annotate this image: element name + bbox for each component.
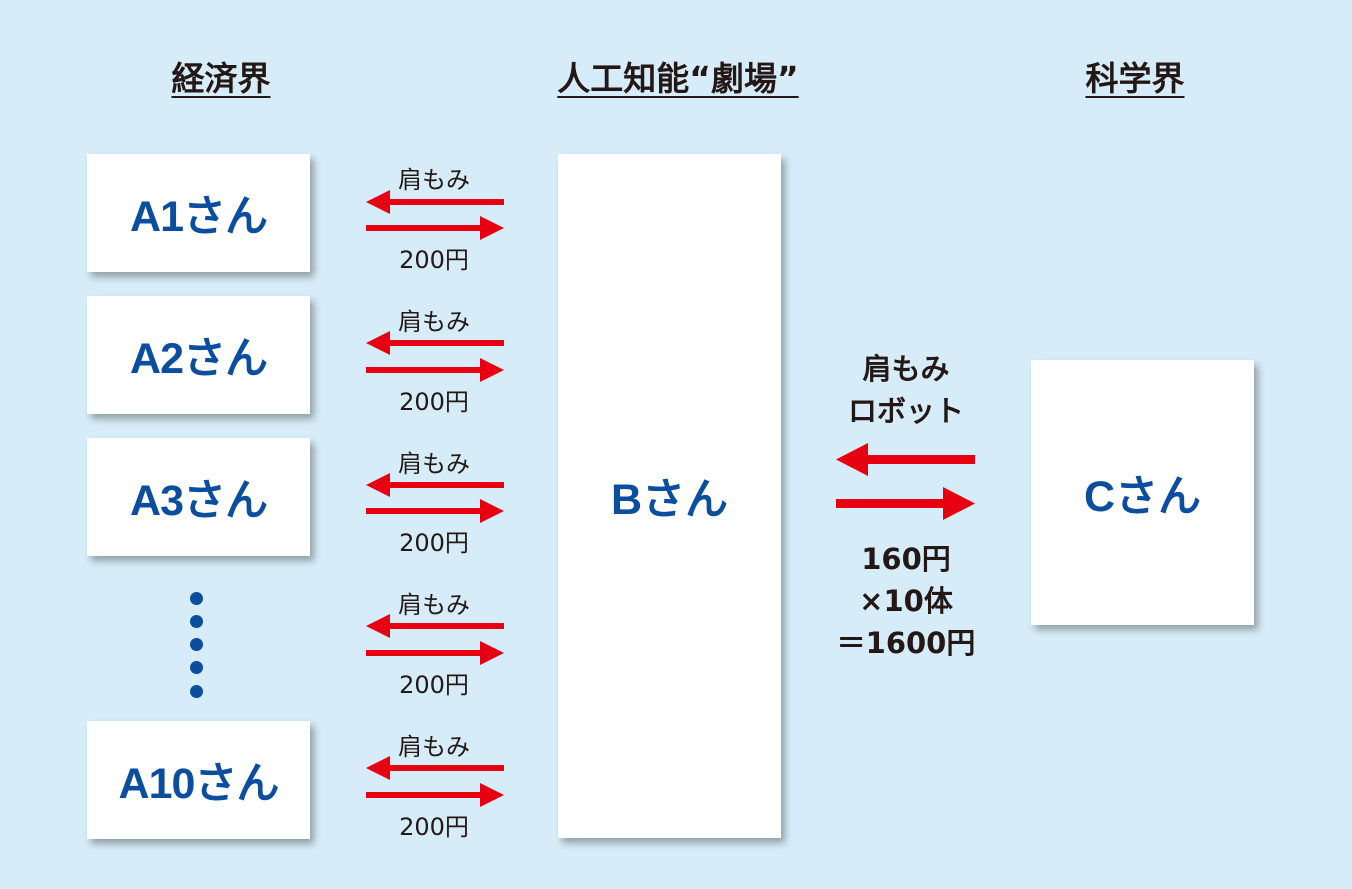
- arrow-right-1: [366, 216, 504, 240]
- arrow-right-4: [366, 641, 504, 665]
- service-label-4: 肩もみ: [398, 591, 470, 619]
- arrow-right-5: [366, 783, 504, 807]
- arrow-left-bc: [836, 443, 975, 476]
- service-label-3: 肩もみ: [398, 450, 470, 478]
- box-c: Cさん: [1031, 360, 1254, 625]
- heading-ai-theater: 人工知能“劇場”: [557, 59, 799, 98]
- box-b-label: Bさん: [610, 476, 729, 524]
- arrow-right-bc: [836, 487, 975, 520]
- payment-label-1: 200円: [399, 246, 469, 274]
- bc-payment-line3: ＝1600円: [836, 626, 976, 660]
- bc-payment-line2: ×10体: [859, 584, 953, 618]
- box-a2: A2さん: [87, 296, 310, 414]
- bc-service-label: 肩もみ ロボット: [836, 348, 976, 432]
- box-a3-label: A3さん: [130, 477, 268, 525]
- box-a1: A1さん: [87, 154, 310, 272]
- box-c-label: Cさん: [1083, 472, 1202, 521]
- box-a10: A10さん: [87, 721, 310, 839]
- arrow-right-2: [366, 358, 504, 382]
- bc-payment-line1: 160円: [861, 542, 951, 576]
- heading-science: 科学界: [1085, 59, 1185, 98]
- box-a10-label: A10さん: [118, 760, 280, 808]
- box-a2-label: A2さん: [130, 335, 268, 383]
- box-b: Bさん: [558, 154, 781, 838]
- box-a1-label: A1さん: [130, 193, 268, 241]
- service-label-1: 肩もみ: [398, 166, 470, 194]
- arrow-right-3: [366, 499, 504, 523]
- box-a3: A3さん: [87, 438, 310, 556]
- service-label-5: 肩もみ: [398, 733, 470, 761]
- service-label-2: 肩もみ: [398, 308, 470, 336]
- bc-service-line1: 肩もみ: [862, 352, 950, 386]
- payment-label-2: 200円: [399, 388, 469, 416]
- bc-payment-label: 160円 ×10体 ＝1600円: [816, 538, 996, 664]
- payment-label-5: 200円: [399, 813, 469, 841]
- bc-service-line2: ロボット: [847, 394, 964, 428]
- payment-label-3: 200円: [399, 529, 469, 557]
- payment-label-4: 200円: [399, 671, 469, 699]
- heading-economy: 経済界: [171, 59, 271, 98]
